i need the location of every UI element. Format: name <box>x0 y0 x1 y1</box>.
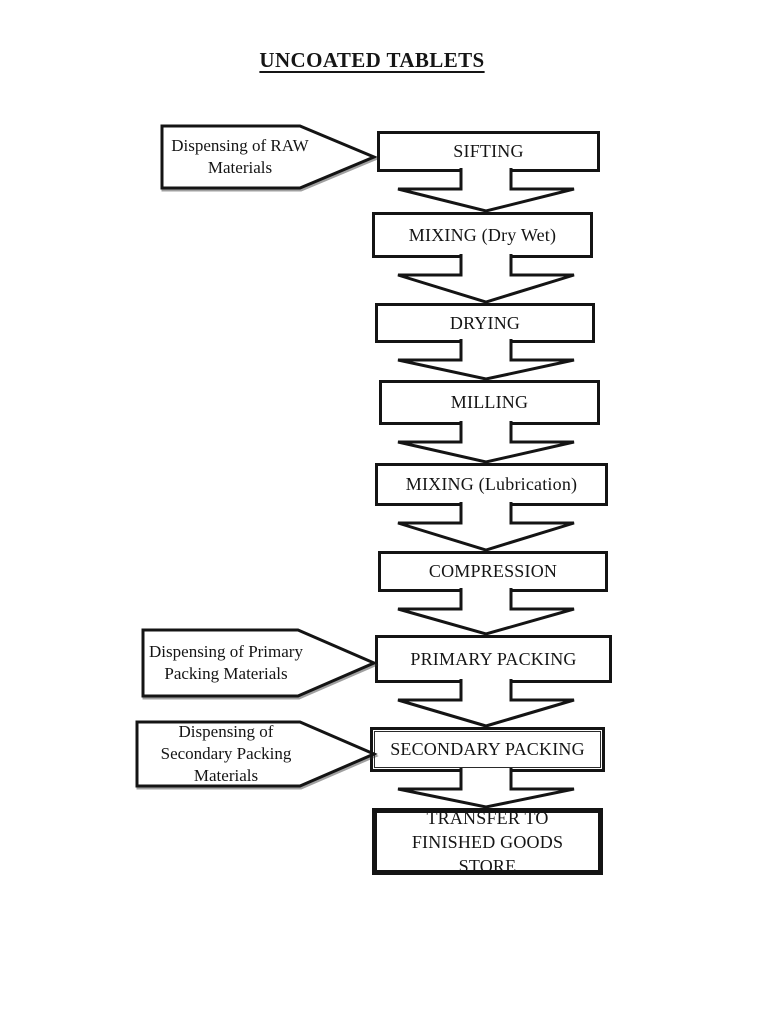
step-label-drying: DRYING <box>449 312 521 333</box>
input-callout-raw-materials: Dispensing of RAW Materials <box>166 130 314 184</box>
page-title-text: UNCOATED TABLETS <box>259 48 485 72</box>
input-callout-label-secondary-packing-materials: Dispensing of Secondary Packing Material… <box>160 722 292 785</box>
step-box-mixing-dry-wet: MIXING (Dry Wet) <box>372 212 593 258</box>
down-arrow-6 <box>397 588 575 636</box>
input-callout-label-primary-packing-materials: Dispensing of Primary Packing Materials <box>149 642 303 683</box>
down-arrow-7 <box>397 679 575 728</box>
down-arrow-1 <box>397 168 575 213</box>
step-box-compression: COMPRESSION <box>378 551 608 592</box>
down-arrow-8 <box>397 768 575 809</box>
step-label-secondary-packing: SECONDARY PACKING <box>390 739 585 759</box>
step-label-sifting: SIFTING <box>453 141 524 161</box>
down-arrow-2 <box>397 254 575 304</box>
step-label-mixing-dry-wet: MIXING (Dry Wet) <box>408 224 557 245</box>
input-callout-secondary-packing-materials: Dispensing of Secondary Packing Material… <box>141 722 311 785</box>
step-box-drying: DRYING <box>375 303 595 343</box>
step-box-sifting: SIFTING <box>377 131 600 172</box>
step-label-compression: COMPRESSION <box>428 561 558 581</box>
input-callout-label-raw-materials: Dispensing of RAW Materials <box>171 136 309 177</box>
down-arrow-4 <box>397 421 575 464</box>
step-label-primary-packing: PRIMARY PACKING <box>410 648 577 669</box>
input-callout-primary-packing-materials: Dispensing of Primary Packing Materials <box>147 634 305 692</box>
step-box-secondary-packing: SECONDARY PACKING <box>370 727 605 772</box>
step-box-primary-packing: PRIMARY PACKING <box>375 635 612 683</box>
down-arrow-3 <box>397 339 575 381</box>
page-title: UNCOATED TABLETS <box>0 48 744 73</box>
down-arrow-5 <box>397 502 575 552</box>
step-box-mixing-lubrication: MIXING (Lubrication) <box>375 463 608 506</box>
step-label-milling: MILLING <box>450 392 529 412</box>
step-label-transfer-to-finished-goods-store: TRANSFER TO FINISHED GOODS STORE <box>411 807 564 876</box>
step-box-transfer-to-finished-goods-store: TRANSFER TO FINISHED GOODS STORE <box>372 807 603 876</box>
step-label-mixing-lubrication: MIXING (Lubrication) <box>405 474 578 494</box>
step-box-milling: MILLING <box>379 380 600 425</box>
